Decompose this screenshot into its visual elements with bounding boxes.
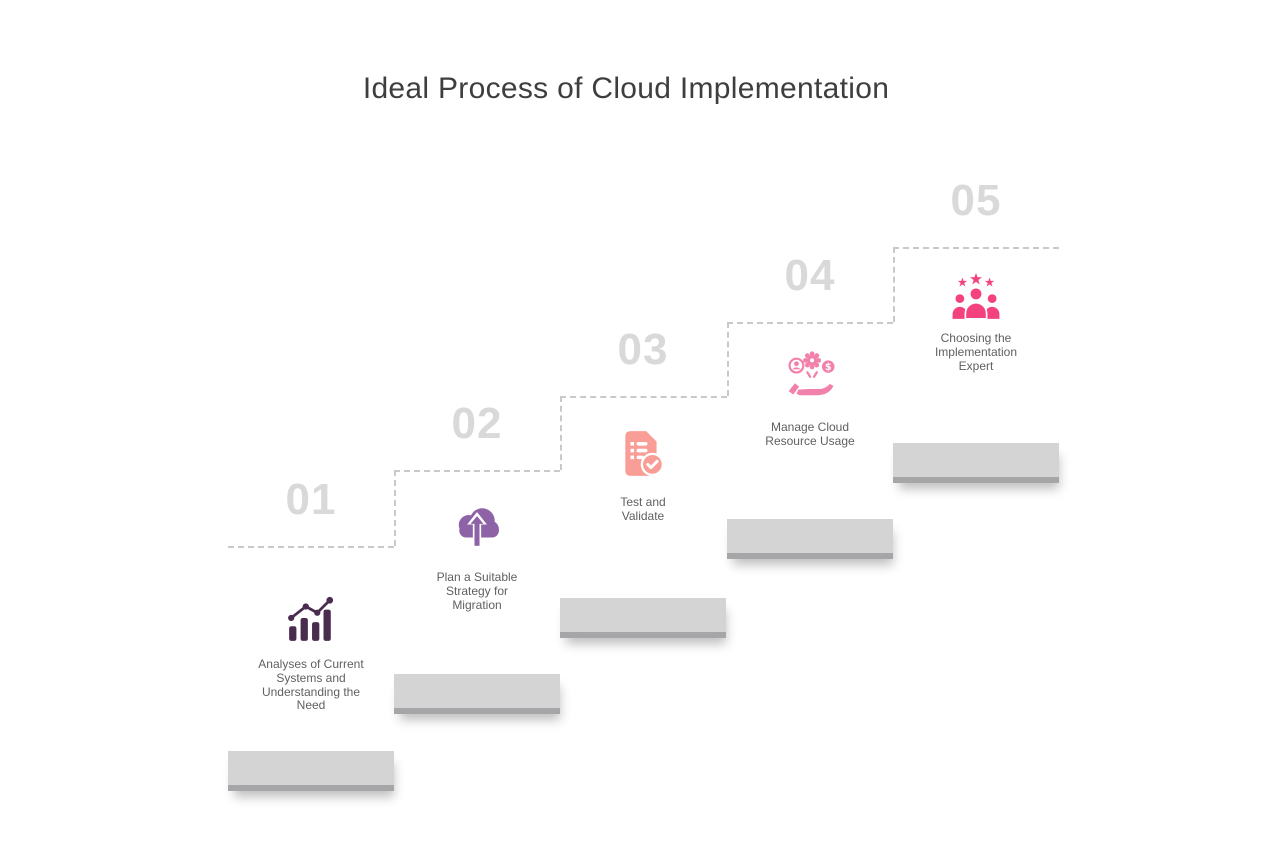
hand-resources-icon: $ — [785, 351, 835, 401]
step-number: 05 — [950, 176, 1002, 225]
step-number: 04 — [784, 251, 836, 300]
stair-dashed-line-horizontal — [727, 322, 893, 324]
cloud-upload-icon — [452, 501, 502, 551]
step-label-line: Manage Cloud — [770, 420, 850, 434]
stair-dashed-line-horizontal — [228, 546, 394, 548]
document-check-icon — [618, 429, 668, 479]
stair-bar — [394, 674, 560, 714]
stair-bar — [560, 598, 726, 638]
step-label-line: Implementation — [934, 344, 1018, 359]
step-number: 03 — [617, 325, 669, 374]
stair-dashed-line-horizontal — [394, 470, 560, 472]
step-number: 02 — [451, 399, 503, 448]
step-label-line: Strategy for — [445, 583, 509, 598]
stair-bar — [893, 443, 1059, 483]
step-number: 01 — [285, 475, 337, 524]
step-label-line: Resource Usage — [765, 433, 855, 448]
step-label-line: Migration — [452, 597, 502, 612]
team-stars-icon — [951, 272, 1001, 322]
step-label-line: Validate — [621, 508, 665, 523]
step-label-line: Systems and — [276, 670, 346, 685]
bar-chart-trend-icon — [286, 594, 336, 644]
step-label-line: Need — [296, 698, 326, 713]
stair-dashed-line-vertical — [560, 396, 562, 470]
svg-text:$: $ — [825, 362, 832, 373]
stair-bar — [727, 519, 893, 559]
stair-dashed-line-vertical — [893, 247, 895, 322]
step-label-line: Understanding the — [261, 684, 361, 699]
step-label-line: Choosing the — [940, 331, 1012, 345]
stair-dashed-line-horizontal — [560, 396, 727, 398]
stair-dashed-line-vertical — [394, 470, 396, 546]
stair-dashed-line-vertical — [727, 322, 729, 396]
stair-bar — [228, 751, 394, 791]
step-label-line: Expert — [958, 358, 994, 373]
step-label-line: Test and — [620, 495, 666, 509]
page-title: Ideal Process of Cloud Implementation — [362, 72, 890, 105]
stair-dashed-line-horizontal — [893, 247, 1059, 249]
step-label-line: Analyses of Current — [258, 657, 364, 671]
step-label-line: Plan a Suitable — [436, 570, 518, 584]
